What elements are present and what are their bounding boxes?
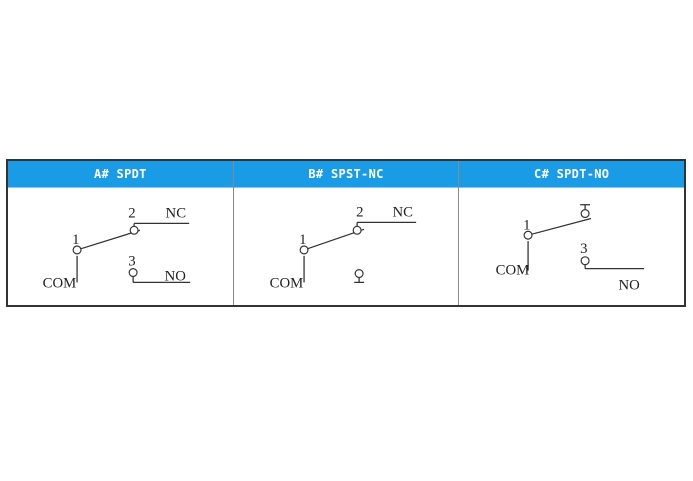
terminal-2-label: 2 (356, 205, 363, 221)
terminal-3-label: 3 (581, 241, 588, 257)
switch-arm (76, 229, 141, 251)
panel-c-diagram: 1 3 COM NO (459, 188, 684, 305)
unused-terminal (580, 209, 590, 219)
panel-b-spst-nc: B# SPST-NC 1 2 NC COM (233, 161, 460, 305)
nc-label: NC (166, 205, 187, 221)
panel-a-spdt: A# SPDT 1 2 3 NC NO COM (8, 161, 234, 305)
panel-b-header: B# SPST-NC (233, 161, 459, 188)
terminal-1-label: 1 (524, 217, 531, 233)
panel-a-header: A# SPDT (8, 161, 233, 188)
terminal-1-label: 1 (299, 232, 306, 248)
spdt-no-schematic: 1 3 COM NO (496, 204, 645, 293)
terminal-1 (72, 245, 82, 255)
com-label: COM (496, 263, 530, 279)
spst-nc-schematic: 1 2 NC COM (269, 205, 416, 291)
panel-b-diagram: 1 2 NC COM (234, 188, 459, 305)
terminal-2-label: 2 (128, 205, 135, 221)
terminal-1 (523, 230, 533, 240)
panel-c-spdt-no: C# SPDT-NO 1 3 COM NO (459, 161, 685, 305)
terminal-2 (352, 225, 362, 235)
terminal-2 (129, 225, 139, 235)
panel-c-header: C# SPDT-NO (459, 161, 685, 188)
terminal-3 (128, 268, 138, 278)
spdt-schematic: 1 2 3 NC NO COM (43, 205, 191, 291)
terminal-3 (580, 256, 590, 266)
terminal-1 (299, 245, 309, 255)
no-label: NO (165, 268, 187, 284)
terminal-1-label: 1 (72, 232, 79, 248)
no-label: NO (619, 277, 641, 293)
panel-a-diagram: 1 2 3 NC NO COM (8, 188, 233, 305)
terminal-3-label: 3 (128, 254, 135, 270)
com-label: COM (269, 275, 303, 291)
switch-types-table: A# SPDT 1 2 3 NC NO COM B# SPST-N (6, 159, 686, 307)
nc-label: NC (392, 205, 413, 221)
switch-arm (528, 217, 592, 236)
unused-terminal (354, 269, 364, 279)
com-label: COM (43, 275, 77, 291)
